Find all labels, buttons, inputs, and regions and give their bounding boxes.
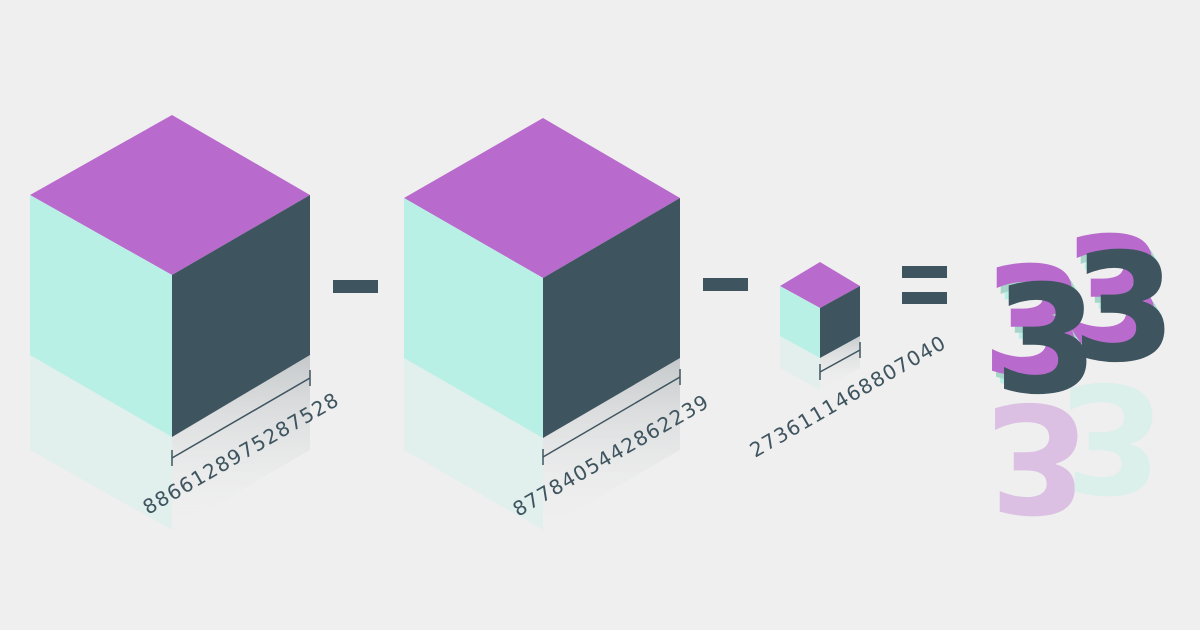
svg-text:3: 3 [1062, 206, 1166, 380]
cube-3-left-face [780, 286, 820, 358]
cube-1-top-face [30, 115, 310, 275]
cube-3-right-face [820, 286, 860, 358]
cube-1: 8866128975287528 [30, 115, 343, 530]
result-digit-1-face: 3 [994, 254, 1098, 428]
cube-2: 8778405442862239 [404, 118, 713, 530]
cube-2-right-face [543, 198, 680, 438]
result-digit-2: 3 3 3 3 [1062, 206, 1176, 396]
cube-1-edge-marker [171, 370, 311, 466]
svg-text:3: 3 [986, 242, 1090, 416]
svg-text:3: 3 [990, 248, 1094, 422]
minus-sign-2 [703, 278, 748, 291]
svg-text:3: 3 [1060, 349, 1164, 523]
cube-1-left-face [30, 195, 172, 437]
result-digit-2-face: 3 [1072, 222, 1176, 396]
cube-2-left-face [404, 198, 543, 438]
cube-2-top-face [404, 118, 680, 278]
cube-3-top-face [780, 262, 860, 308]
cube-3-reflection [780, 336, 860, 390]
svg-text:3: 3 [982, 236, 1086, 410]
cube-1-right-face [172, 195, 310, 437]
svg-text:3: 3 [985, 369, 1089, 543]
equals-sign [902, 266, 947, 304]
result-digits: 3 3 3 3 3 3 3 3 3 3 33 [982, 206, 1176, 543]
svg-text:3: 3 [1066, 212, 1170, 386]
result-digit-1: 3 3 3 3 [982, 236, 1098, 428]
svg-text:3: 3 [1070, 218, 1174, 392]
minus-sign-1 [333, 280, 378, 293]
result-reflection: 3 3 [985, 349, 1164, 543]
cube-2-reflection [404, 358, 680, 530]
cube-2-edge-marker [542, 369, 681, 465]
cube-3-edge-marker [819, 342, 861, 380]
